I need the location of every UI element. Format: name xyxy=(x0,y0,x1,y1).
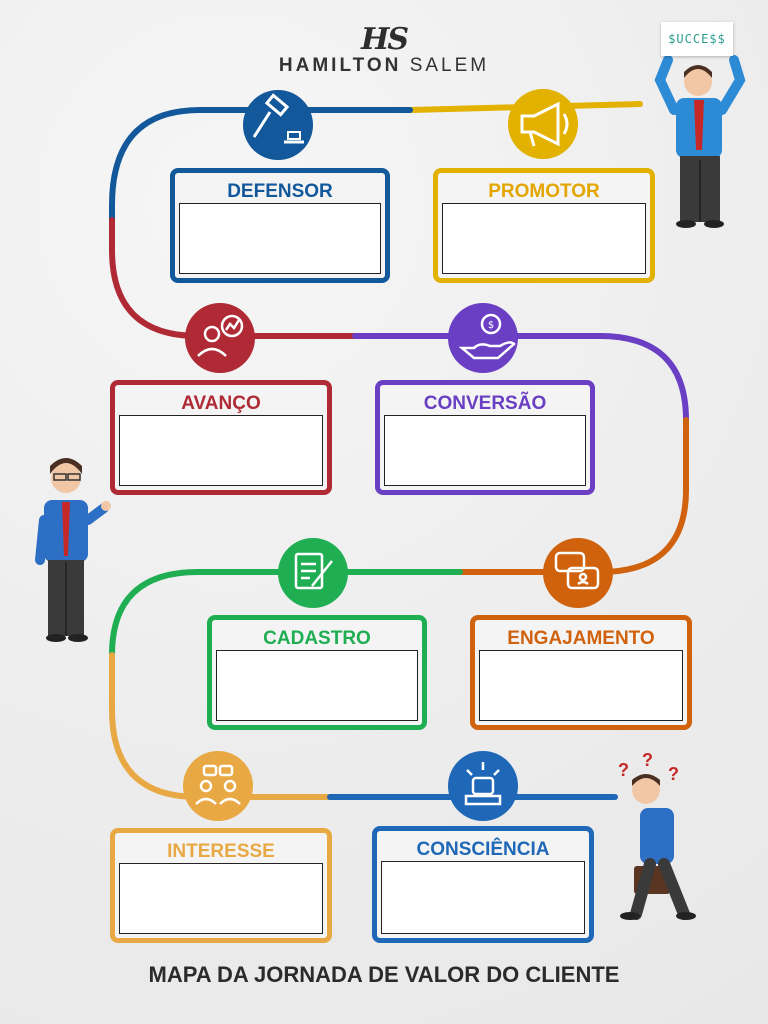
stage-input-area[interactable] xyxy=(119,415,323,486)
stage-input-area[interactable] xyxy=(216,650,418,721)
celebrating-man-illustration xyxy=(654,55,746,228)
stage-box-cadastro: CADASTRO xyxy=(207,615,427,730)
svg-text:$: $ xyxy=(488,320,494,331)
logo-mark: HS xyxy=(360,22,409,57)
alarm-light-icon xyxy=(448,751,518,821)
stage-input-area[interactable] xyxy=(119,863,323,934)
logo-name-bold: HAMILTON xyxy=(278,55,402,76)
logo-name: HAMILTON SALEM xyxy=(0,55,768,77)
stage-input-area[interactable] xyxy=(442,203,646,274)
stage-label: ENGAJAMENTO xyxy=(507,628,655,649)
footer-title: MAPA DA JORNADA DE VALOR DO CLIENTE xyxy=(148,962,620,987)
stage-box-conversao: CONVERSÃO xyxy=(375,380,595,495)
megaphone-icon xyxy=(508,89,578,159)
stage-input-area[interactable] xyxy=(179,203,381,274)
stage-box-avanco: AVANÇO xyxy=(110,380,332,495)
stage-input-area[interactable] xyxy=(479,650,683,721)
stage-box-consciencia: CONSCIÊNCIA xyxy=(372,826,594,943)
form-pencil-icon xyxy=(278,538,348,608)
stage-box-promotor: PROMOTOR xyxy=(433,168,655,283)
logo-name-light: SALEM xyxy=(409,55,490,76)
stage-box-interesse: INTERESSE xyxy=(110,828,332,943)
chat-bubbles-icon xyxy=(543,538,613,608)
growth-chart-icon xyxy=(185,303,255,373)
question-mark: ? xyxy=(668,764,679,784)
people-talk-icon xyxy=(183,751,253,821)
stage-input-area[interactable] xyxy=(384,415,586,486)
success-sign: $UCCE$$ xyxy=(661,22,733,56)
stage-label: DEFENSOR xyxy=(227,181,333,202)
question-mark: ? xyxy=(642,750,653,770)
confused-man-illustration xyxy=(620,774,696,920)
money-hand-icon: $ xyxy=(448,303,518,373)
stage-box-defensor: DEFENSOR xyxy=(170,168,390,283)
gavel-icon xyxy=(243,90,313,160)
stage-label: AVANÇO xyxy=(181,393,261,414)
stage-label: PROMOTOR xyxy=(488,181,600,202)
stage-label: CONSCIÊNCIA xyxy=(416,839,550,860)
question-mark: ? xyxy=(618,760,629,780)
pointing-man-illustration xyxy=(35,458,111,642)
stage-label: INTERESSE xyxy=(167,841,275,862)
stage-input-area[interactable] xyxy=(381,861,585,934)
stage-box-engajamento: ENGAJAMENTO xyxy=(470,615,692,730)
stage-label: CONVERSÃO xyxy=(423,393,547,414)
stage-label: CADASTRO xyxy=(263,628,371,649)
